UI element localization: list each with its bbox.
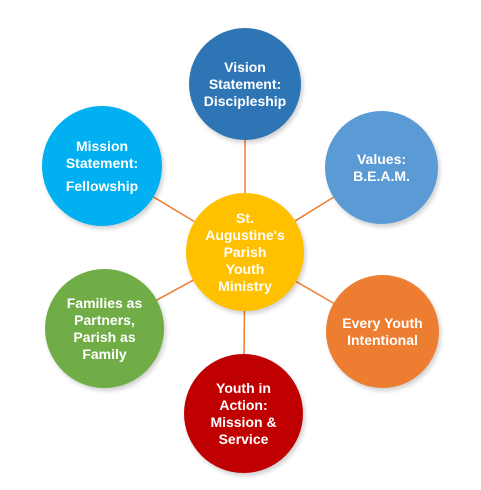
connector-intentional bbox=[295, 280, 334, 304]
node-text: Parish as bbox=[73, 328, 136, 345]
node-text: Youth in bbox=[216, 379, 271, 396]
node-text: Intentional bbox=[347, 331, 418, 348]
node-text: Mission & bbox=[210, 413, 277, 430]
node-center-youth-ministry: St. Augustine's Parish Youth Ministry bbox=[186, 193, 304, 311]
node-text: Service bbox=[218, 430, 269, 447]
connector-values bbox=[294, 196, 334, 222]
connector-mission bbox=[153, 196, 195, 223]
node-text: Parish bbox=[223, 243, 267, 260]
node-text: Augustine's bbox=[205, 226, 285, 243]
node-text: Every Youth bbox=[342, 314, 423, 331]
node-text: B.E.A.M. bbox=[353, 167, 410, 184]
node-values: Values: B.E.A.M. bbox=[325, 111, 438, 224]
node-text: Fellowship bbox=[65, 177, 139, 194]
node-text: Family bbox=[82, 345, 127, 362]
node-text: Statement: bbox=[65, 154, 139, 171]
connector-families bbox=[156, 279, 194, 301]
node-text: St. bbox=[236, 209, 254, 226]
node-text: Statement: bbox=[208, 75, 282, 92]
node-text: Ministry bbox=[218, 277, 272, 294]
node-text: Youth bbox=[225, 260, 265, 277]
node-families-as-partners: Families as Partners, Parish as Family bbox=[45, 269, 164, 388]
node-text: Partners, bbox=[74, 311, 135, 328]
node-every-youth-intentional: Every Youth Intentional bbox=[326, 275, 439, 388]
node-mission-statement: Mission Statement: Fellowship bbox=[42, 106, 162, 226]
node-text: Mission bbox=[75, 137, 129, 154]
node-text: Values: bbox=[356, 150, 407, 167]
node-text: Discipleship bbox=[203, 92, 287, 109]
node-text: Families as bbox=[66, 294, 143, 311]
node-text: Vision bbox=[224, 58, 266, 75]
node-text: Action: bbox=[219, 396, 268, 413]
node-vision-statement: Vision Statement: Discipleship bbox=[189, 28, 301, 140]
node-youth-in-action: Youth in Action: Mission & Service bbox=[184, 354, 303, 473]
